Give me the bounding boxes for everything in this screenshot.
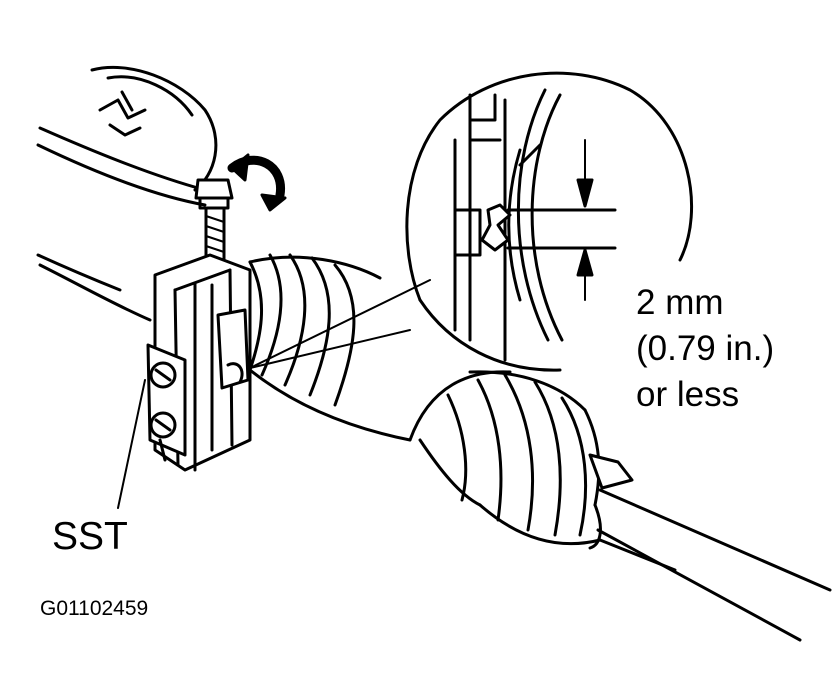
sst-tool-body <box>146 253 252 472</box>
spec-line-3: or less <box>636 375 740 414</box>
clamp-detail <box>453 88 617 362</box>
sst-bolt <box>194 178 234 270</box>
detail-callout <box>249 71 693 372</box>
gear-housing <box>36 65 218 322</box>
sst-label: SST <box>52 515 128 558</box>
spec-line-1: 2 mm <box>636 283 724 322</box>
spec-line-2: (0.79 in.) <box>636 329 775 368</box>
sst-leader-line <box>117 379 146 509</box>
rotation-arrow <box>227 153 287 212</box>
clearance-spec-label: 2 mm (0.79 in.) or less <box>636 280 774 418</box>
rack-boot <box>248 253 634 550</box>
dimension-arrows <box>576 139 594 301</box>
figure-id: G01102459 <box>40 597 149 620</box>
tie-rod <box>596 488 832 642</box>
